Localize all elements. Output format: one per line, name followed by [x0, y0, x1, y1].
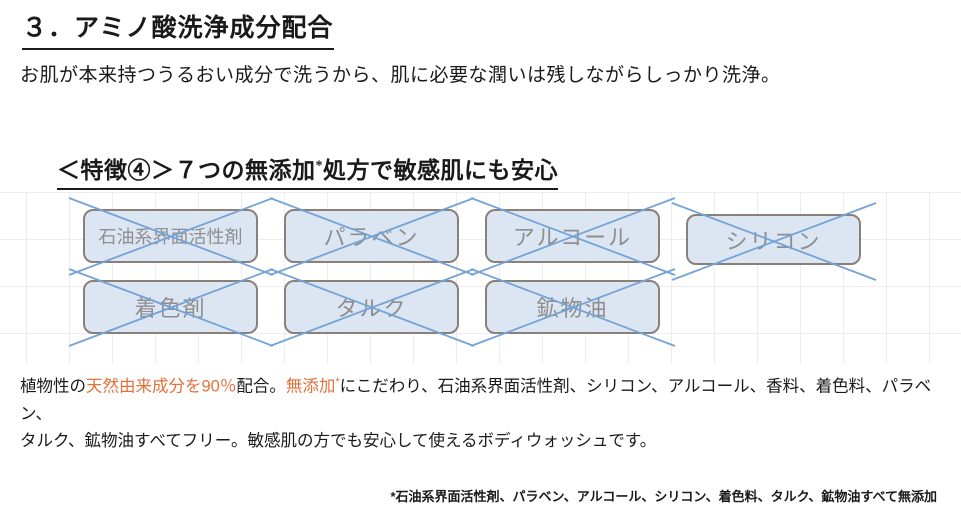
footnote-text: *石油系界面活性剤、パラベン、アルコール、シリコン、着色料、タルク、鉱物油すべて… [390, 489, 937, 504]
description-paragraph: 植物性の天然由来成分を90％配合。無添加*にこだわり、石油系界面活性剤、シリコン… [20, 369, 945, 455]
asterisk-superscript: * [335, 376, 340, 388]
free-item-box-talc: タルク [269, 268, 475, 347]
free-item-box-mineral-oil: 鉱物油 [470, 268, 676, 347]
intro-text: お肌が本来持つうるおい成分で洗うから、肌に必要な潤いは残しながらしっかり洗浄。 [20, 65, 781, 86]
desc-highlight-natural-origin: 天然由来成分を90％ [86, 377, 237, 396]
free-item-box-colorant: 着色剤 [68, 268, 274, 347]
free-item-box-alcohol: アルコール [470, 197, 676, 276]
free-item-box-petroleum-surfactant: 石油系界面活性剤 [68, 197, 274, 276]
free-item-label: タルク [335, 296, 408, 321]
free-item-label: 石油系界面活性剤 [98, 227, 243, 247]
free-item-label: シリコン [725, 228, 822, 254]
asterisk-superscript: * [315, 158, 323, 174]
desc-text: にこだわり、石油系界面活性剤、シリコン、アルコール、香料、着色料、パラベン、 [20, 377, 932, 423]
feature-heading-text-suffix: 処方で敏感肌にも安心 [323, 158, 558, 183]
feature-heading: ＜特徴④＞７つの無添加*処方で敏感肌にも安心 [57, 151, 558, 190]
page-title: ３．アミノ酸洗浄成分配合 [22, 8, 334, 50]
free-item-box-silicone: シリコン [671, 202, 877, 281]
free-item-label: 鉱物油 [536, 296, 609, 321]
additive-free-box-grid: 石油系界面活性剤 パラベン アルコール シリコン 着色剤 タルク 鉱物油 [68, 197, 877, 347]
free-item-label: 着色剤 [134, 296, 207, 321]
desc-highlight-additive-free: 無添加 [285, 377, 336, 396]
free-item-label: パラベン [323, 225, 420, 250]
free-item-label: アルコール [512, 225, 633, 250]
free-item-box-paraben: パラベン [269, 197, 475, 276]
desc-text: 配合。 [236, 377, 286, 396]
feature-heading-text: ＜特徴④＞７つの無添加 [57, 158, 316, 183]
desc-text: タルク、鉱物油すべてフリー。敏感肌の方でも安心して使えるボディウォッシュです。 [20, 431, 657, 450]
desc-text: 植物性の [20, 377, 86, 396]
